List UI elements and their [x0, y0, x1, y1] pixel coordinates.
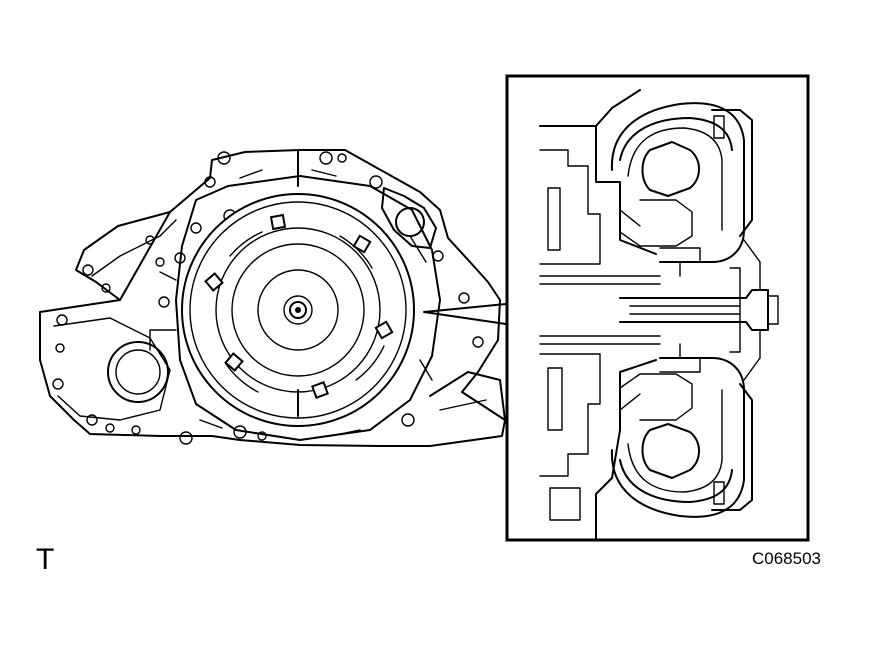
housing-bolt-bosses [52, 151, 484, 445]
torque-converter-front [181, 149, 415, 427]
converter-bolt-lugs [204, 213, 394, 399]
detail-leader-line [423, 303, 507, 325]
detail-frame [505, 74, 810, 542]
view-letter-label: T [36, 543, 55, 576]
figure-code-label: C068503 [752, 549, 822, 568]
converter-section-detail [505, 74, 810, 542]
transaxle-housing [39, 149, 506, 447]
